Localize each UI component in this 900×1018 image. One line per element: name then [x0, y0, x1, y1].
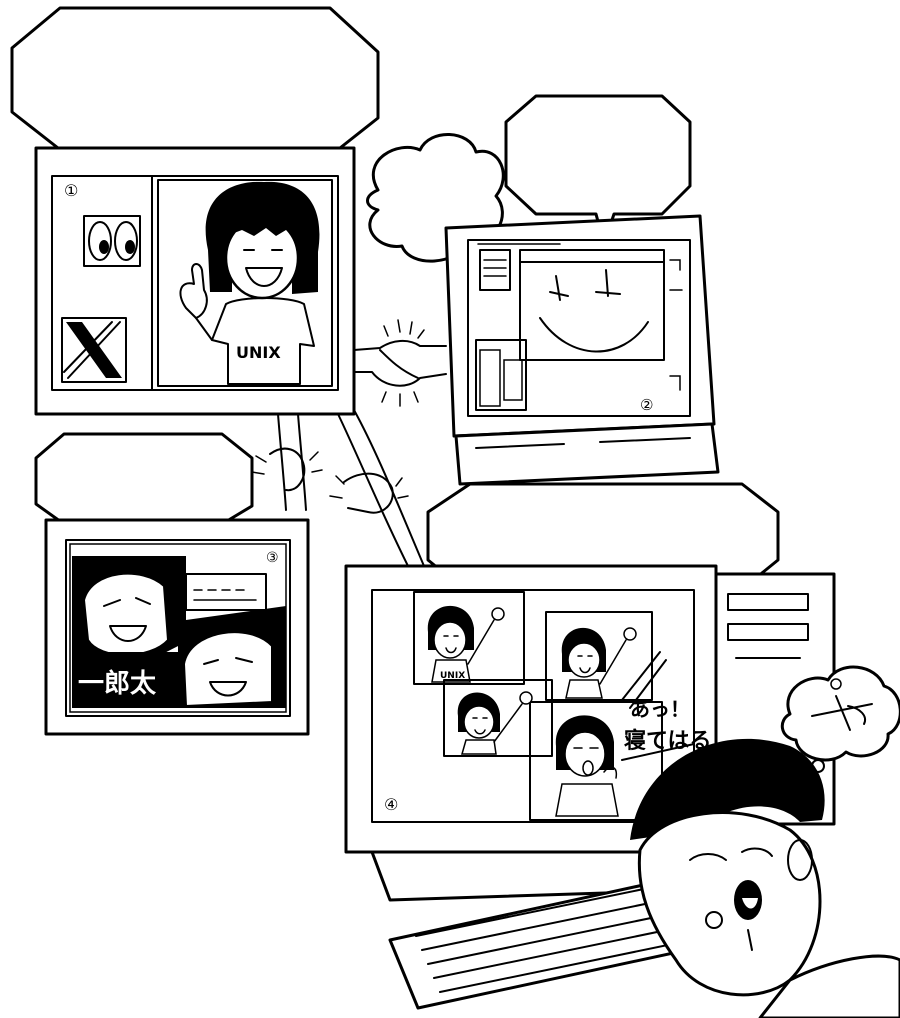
panel-3-number: ③ [266, 550, 279, 566]
dream-thought-bubble [780, 665, 900, 785]
face-left-window: 一郎太 [72, 556, 186, 708]
face-right-window [178, 606, 286, 708]
x-logo-icon [61, 317, 127, 383]
smiley-face [539, 269, 649, 353]
sleeping-man [630, 738, 900, 1018]
xeyes-app-icon [83, 215, 141, 267]
girl-window-4d [555, 715, 619, 817]
monitor-1: ① UNIX [34, 146, 356, 416]
panel-4-number: ④ [384, 795, 398, 814]
handshake-icon [353, 319, 447, 407]
girl-window-4a: UNIX [427, 605, 505, 683]
tshirt-text-4a: UNIX [440, 671, 465, 681]
window-caption-name: 一郎太 [78, 669, 157, 699]
exclamation-text: あっ！ [630, 697, 690, 721]
girl-window-4b [561, 627, 637, 699]
girl-window-4c [457, 691, 533, 755]
monitor-3: ③ 一郎太 [44, 518, 310, 736]
connection-cables [251, 409, 425, 571]
tshirt-text-1: UNIX [236, 343, 281, 362]
girl-character-1: UNIX [179, 181, 320, 385]
panel-2-number: ② [640, 396, 653, 414]
panel-1-number: ① [64, 181, 78, 200]
monitor-2: ② [444, 214, 720, 486]
